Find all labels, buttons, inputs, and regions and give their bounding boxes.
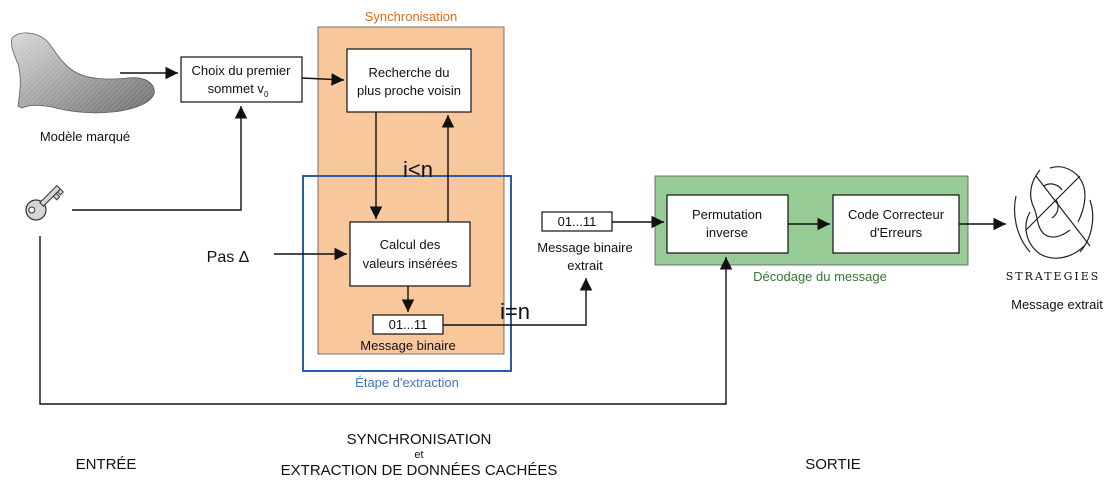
extraction-label: Étape d'extraction — [355, 375, 459, 390]
permutation-line2: inverse — [706, 225, 748, 240]
decodage-label: Décodage du message — [753, 269, 887, 284]
choix-box — [180, 56, 303, 103]
pas-label: Pas Δ — [207, 249, 250, 266]
key-icon — [25, 184, 64, 221]
output-label: Message extrait — [1011, 297, 1103, 312]
choix-line2: sommet v0 — [208, 81, 269, 99]
section-sortie: SORTIE — [805, 456, 861, 473]
section-middle-line1: SYNCHRONISATION — [347, 431, 492, 448]
inner-bits-value: 01...11 — [389, 317, 428, 332]
extraction-region — [302, 175, 512, 372]
face-sculpture-icon — [1013, 166, 1094, 259]
outer-bits-value: 01...11 — [558, 214, 597, 229]
exit-condition-label: i=n — [500, 299, 530, 324]
connectors — [39, 66, 1006, 405]
recherche-line1: Recherche du — [369, 65, 450, 80]
code-line1: Code Correcteur — [848, 207, 945, 222]
code-box — [832, 194, 960, 254]
choix-line1: Choix du premier — [192, 63, 292, 78]
section-middle-line3: EXTRACTION DE DONNÉES CACHÉES — [281, 462, 558, 479]
outer-bits-caption-1: Message binaire — [537, 240, 632, 255]
code-line2: d'Erreurs — [870, 225, 923, 240]
synchronisation-label: Synchronisation — [365, 9, 458, 24]
outer-bits-caption-2: extrait — [567, 258, 603, 273]
permutation-line1: Permutation — [692, 207, 762, 222]
calcul-box — [349, 221, 471, 287]
foot-model-icon — [11, 32, 155, 114]
recherche-box — [346, 48, 472, 113]
recherche-line2: plus proche voisin — [357, 83, 461, 98]
section-middle-line2: et — [414, 449, 423, 461]
calcul-line2: valeurs insérées — [363, 256, 458, 271]
permutation-box — [666, 194, 789, 254]
calcul-line1: Calcul des — [380, 237, 441, 252]
loop-condition-label: i<n — [403, 157, 433, 182]
model-label: Modèle marqué — [40, 129, 130, 144]
inner-bits-caption: Message binaire — [360, 338, 455, 353]
logo-text: STRATEGIES — [1006, 270, 1101, 283]
section-entree: ENTRÉE — [76, 456, 137, 473]
